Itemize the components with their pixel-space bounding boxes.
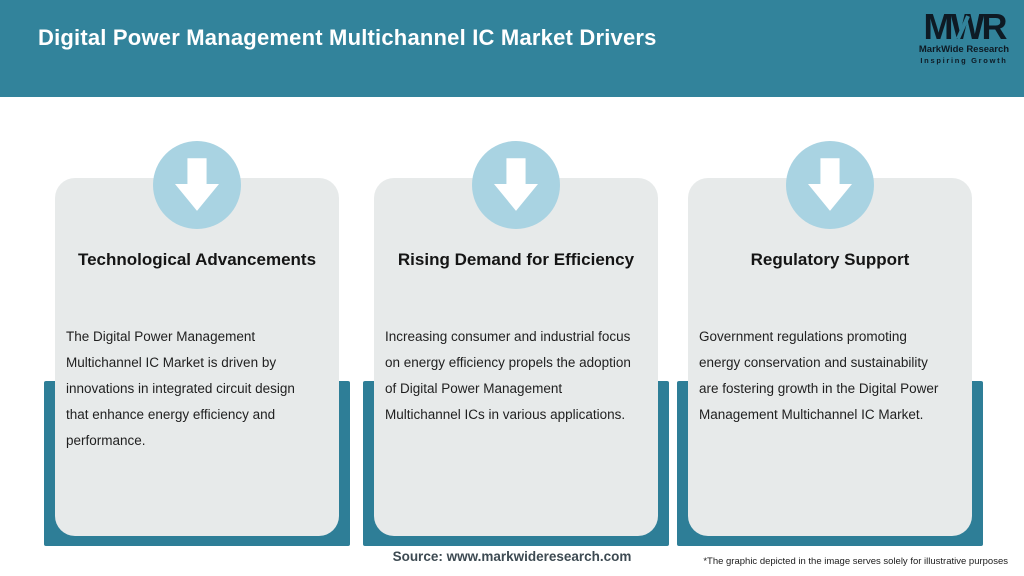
down-arrow-badge (153, 141, 241, 229)
down-arrow-icon (494, 158, 538, 211)
down-arrow-badge (472, 141, 560, 229)
markwide-logo: MWR MarkWide Research Inspiring Growth (912, 8, 1016, 66)
logo-tagline: Inspiring Growth (920, 56, 1008, 65)
driver-card-technological-advancements: Technological Advancements The Digital P… (55, 178, 339, 536)
card-body: The Digital Power Management Multichanne… (66, 329, 295, 448)
source-text: Source: www.markwideresearch.com (392, 549, 632, 564)
card-title: Rising Demand for Efficiency (397, 250, 635, 269)
down-arrow-badge (786, 141, 874, 229)
logo-name: MarkWide Research (918, 44, 1010, 55)
mwr-monogram-icon: MWR (924, 8, 1008, 46)
driver-card-regulatory-support: Regulatory Support Government regulation… (688, 178, 972, 536)
card-title: Regulatory Support (750, 250, 910, 269)
disclaimer-text: *The graphic depicted in the image serve… (703, 556, 1008, 567)
down-arrow-icon (175, 158, 219, 211)
header-bar: Digital Power Management Multichannel IC… (0, 0, 1024, 97)
card-body: Increasing consumer and industrial focus… (385, 329, 631, 422)
card-body: Government regulations promoting energy … (699, 329, 939, 422)
page-title: Digital Power Management Multichannel IC… (38, 25, 657, 50)
driver-card-rising-demand: Rising Demand for Efficiency Increasing … (374, 178, 658, 536)
down-arrow-icon (808, 158, 852, 211)
card-title: Technological Advancements (77, 250, 317, 269)
